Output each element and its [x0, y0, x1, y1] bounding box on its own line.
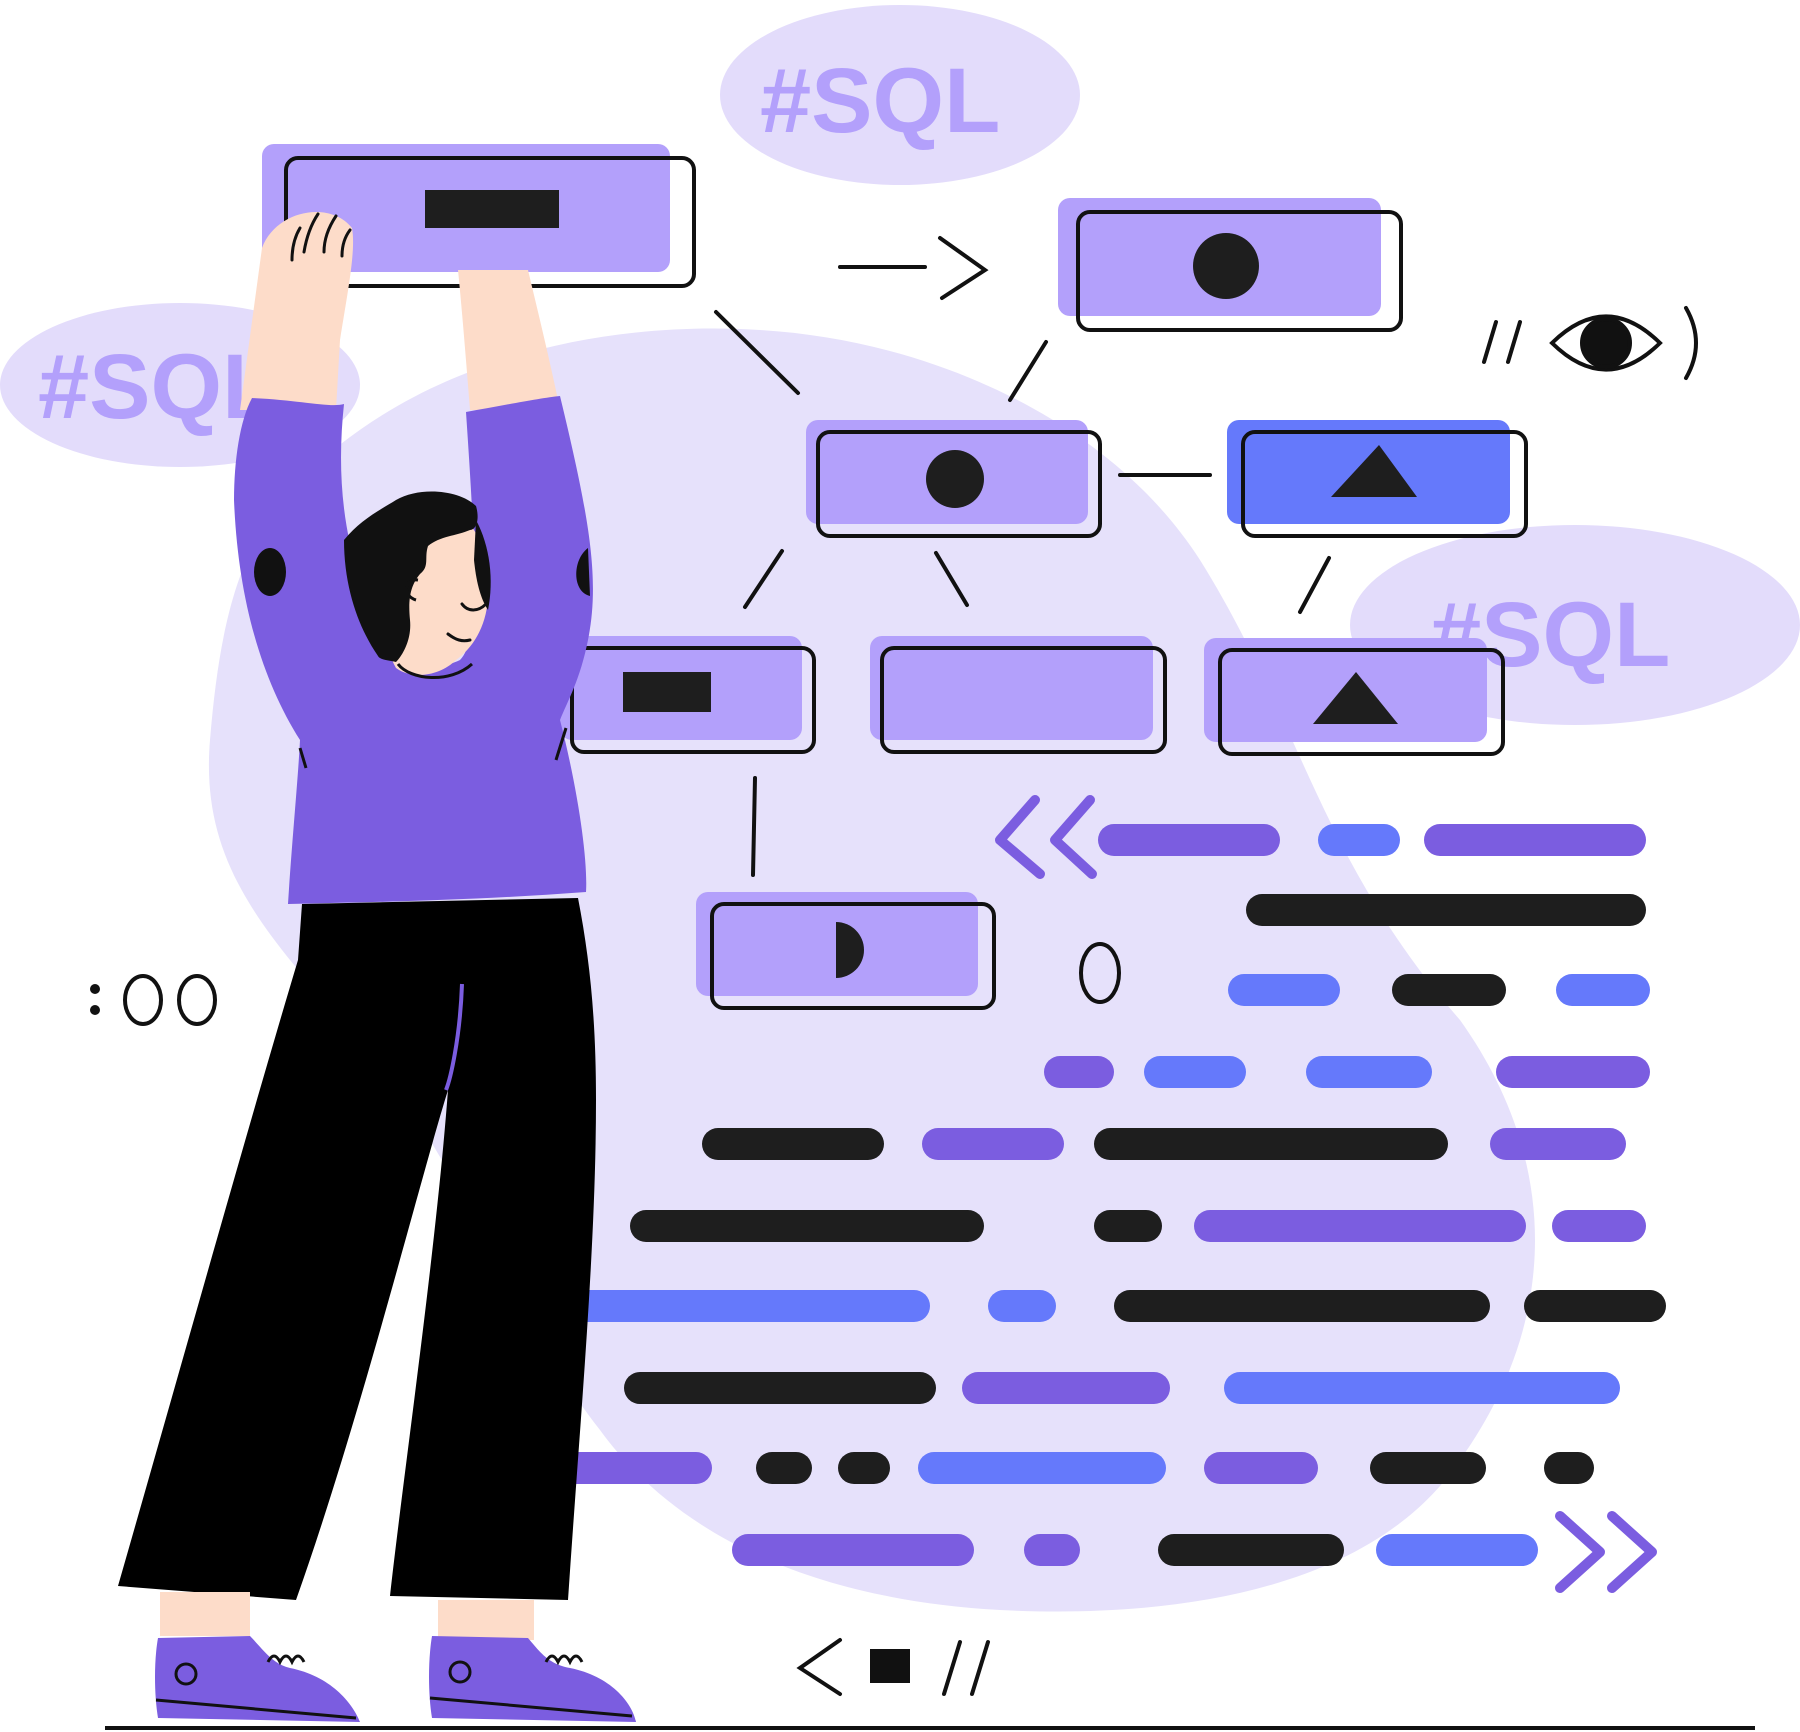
- rectangle-icon: [425, 190, 559, 228]
- pants: [118, 898, 596, 1600]
- triangle-icon: [1313, 672, 1398, 724]
- node-rectangle-lower: [560, 636, 816, 754]
- node-circle-top: [1058, 198, 1403, 332]
- double-chevron-icon: [995, 795, 1097, 879]
- sql-bubble-top: #SQL: [720, 5, 1080, 185]
- chevron-left-icon: [796, 1638, 842, 1696]
- node-triangle-lower: [1204, 638, 1505, 756]
- left-arm: [240, 211, 354, 410]
- circle-icon: [1193, 233, 1259, 299]
- eye-icon: [1482, 306, 1698, 380]
- decor-zeros: [90, 942, 1121, 1026]
- rectangle-icon: [623, 672, 711, 712]
- sweater: [234, 396, 593, 904]
- code-lines: [536, 824, 1666, 1566]
- decor-bottom: [796, 1638, 990, 1696]
- sql-tag-left: #SQL: [38, 336, 278, 438]
- right-arm: [458, 270, 560, 410]
- connector-lines: [714, 236, 1331, 877]
- half-circle-icon: [836, 922, 864, 978]
- circle-icon: [926, 450, 984, 508]
- node-triangle-blue: [1227, 420, 1528, 538]
- triangle-icon: [1331, 445, 1417, 497]
- node-half-circle: [696, 892, 996, 1010]
- node-empty: [870, 636, 1167, 754]
- node-circle-middle: [806, 420, 1102, 538]
- hair: [344, 491, 478, 662]
- sql-tag-top: #SQL: [760, 50, 1000, 152]
- right-shoe: [429, 1636, 636, 1722]
- left-shoe: [155, 1636, 360, 1722]
- double-chevron-icon: [1555, 1511, 1657, 1593]
- person: [118, 211, 636, 1722]
